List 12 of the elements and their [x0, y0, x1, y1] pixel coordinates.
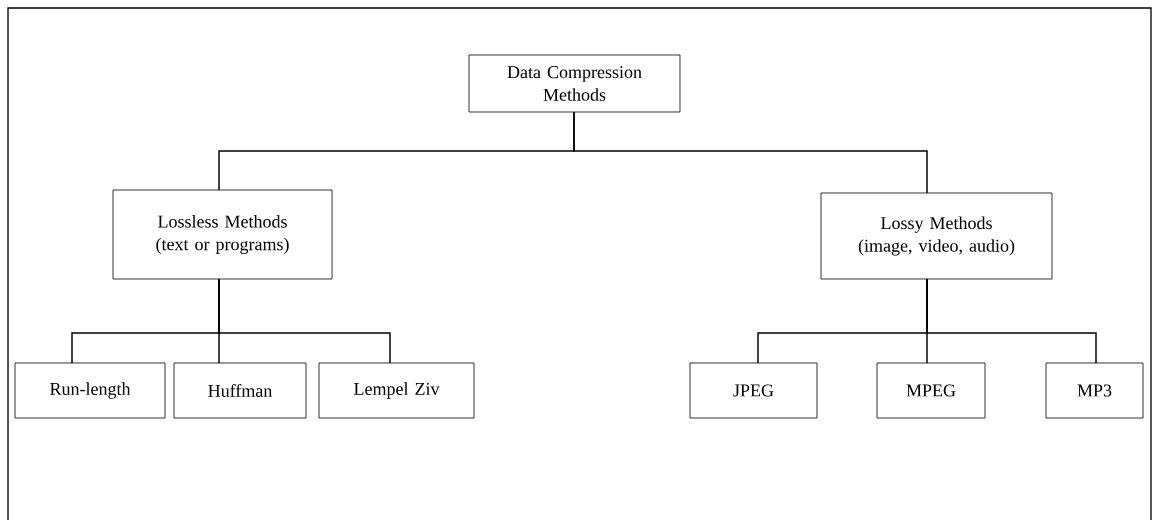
- connector: [926, 278, 1097, 364]
- method-box: JPEG: [689, 362, 818, 419]
- connector: [573, 111, 928, 194]
- method-box: Lossy Methods (image, video, audio): [820, 192, 1053, 280]
- method-box: Lempel Ziv: [318, 362, 475, 419]
- method-box: Data Compression Methods: [468, 54, 681, 113]
- method-box: Lossless Methods (text or programs): [112, 189, 333, 280]
- method-box: MP3: [1045, 362, 1144, 419]
- connector: [218, 278, 391, 364]
- method-box: MPEG: [876, 362, 986, 419]
- method-box: Huffman: [173, 362, 307, 419]
- method-box: Run-length: [14, 362, 166, 419]
